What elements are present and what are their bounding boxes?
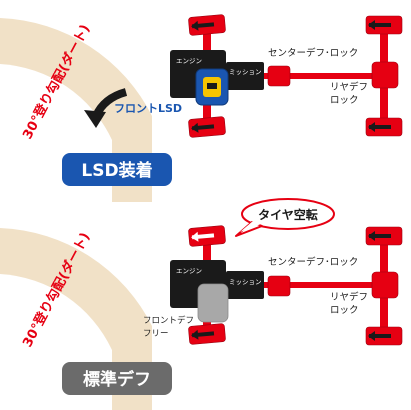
bottom-panel: 30°登り勾配(ダート) タイヤ空転 エンジン ミッション: [0, 198, 403, 410]
bottom-rear-left-wheel: [365, 226, 403, 246]
top-front-lsd-label: フロントLSD: [114, 102, 182, 115]
top-center-diff: [267, 65, 291, 87]
top-center-diff-label: センターデフ･ロック: [268, 47, 358, 59]
bottom-front-right-wheel: [187, 322, 227, 346]
spin-callout: タイヤ空転: [235, 198, 335, 237]
bottom-badge: [62, 362, 172, 395]
bottom-badge-label: 標準デフ: [83, 369, 151, 390]
lsd-core-slot: [207, 83, 217, 89]
top-engine-label: エンジン: [176, 57, 202, 65]
top-slope-arrow: [84, 88, 128, 128]
bottom-front-left-wheel: [188, 225, 226, 247]
top-badge: [62, 153, 172, 186]
spin-callout-label: タイヤ空転: [258, 207, 318, 222]
bottom-front-free-diff: [197, 283, 229, 323]
top-rear-diff-label-1: リヤデフ: [330, 81, 368, 93]
top-badge-label: LSD装着: [81, 160, 152, 181]
top-propshaft: [228, 73, 393, 79]
bottom-rear-right-wheel: [365, 326, 403, 346]
top-rear-left-wheel: [365, 15, 403, 35]
bottom-front-diff-label-1: フロントデフ: [143, 315, 194, 326]
top-rear-diff: [371, 61, 399, 89]
bottom-rear-diff: [371, 271, 399, 299]
bottom-center-diff-label: センターデフ･ロック: [268, 256, 358, 268]
top-panel: 30°登り勾配(ダート) エンジン ミッション センターデフ･ロック リヤデフ …: [0, 13, 403, 202]
top-rear-diff-label-2: ロック: [330, 95, 359, 106]
top-transmission-label: ミッション: [229, 68, 262, 76]
top-front-right-wheel: [187, 115, 227, 139]
bottom-engine-label: エンジン: [176, 267, 202, 275]
top-transmission-block: [226, 62, 264, 90]
bottom-propshaft: [228, 282, 393, 288]
bottom-center-diff: [267, 275, 291, 297]
bottom-rear-diff-label-2: ロック: [330, 305, 359, 316]
bottom-front-diff-label-2: フリー: [143, 329, 169, 339]
bottom-rear-diff-label-1: リヤデフ: [330, 291, 368, 303]
bottom-transmission-block: [226, 271, 264, 299]
top-rear-right-wheel: [365, 117, 403, 137]
bottom-transmission-label: ミッション: [229, 278, 262, 286]
top-front-left-wheel: [187, 13, 227, 37]
